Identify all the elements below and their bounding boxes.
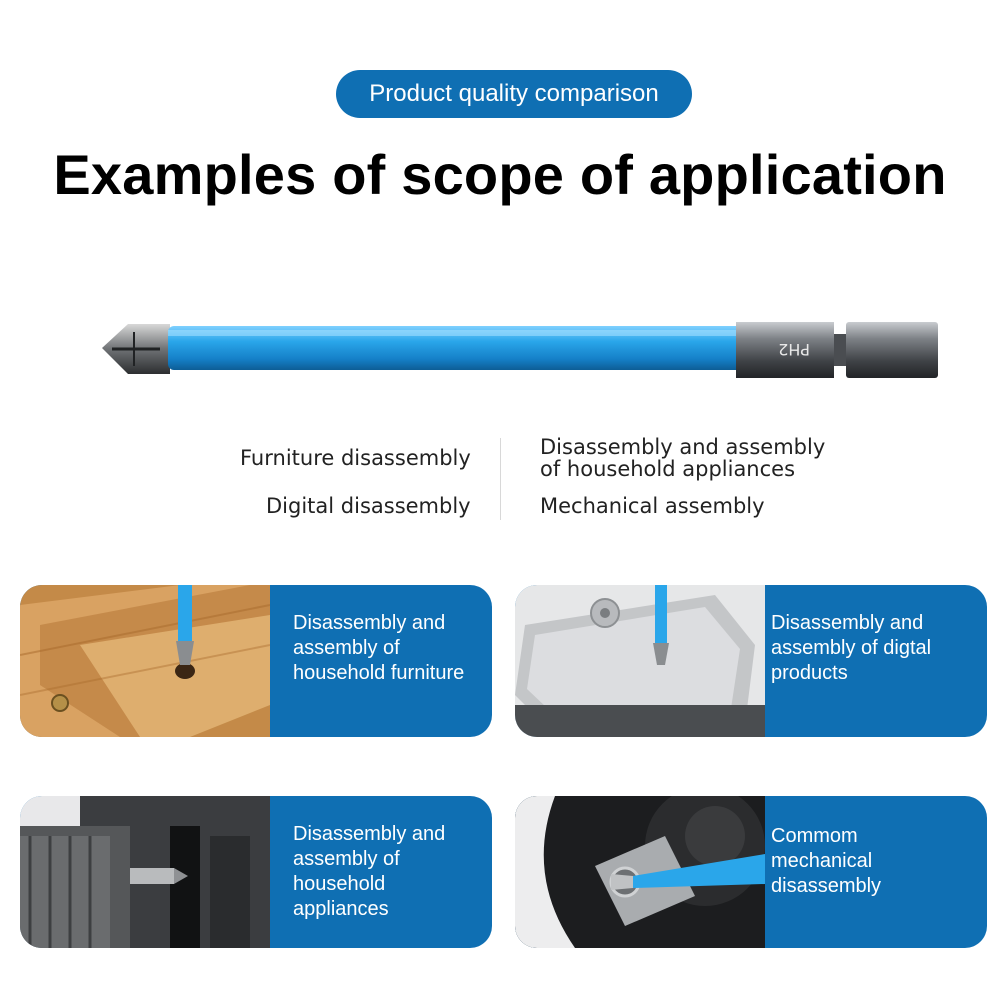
application-card-digital: Disassembly and assembly of digtal produ… <box>515 585 987 737</box>
application-card-mechanical: Commom mechanical disassembly <box>515 796 987 948</box>
card-text-appliances: Disassembly and assembly of household ap… <box>293 823 446 920</box>
application-card-appliances: Disassembly and assembly of household ap… <box>20 796 492 948</box>
product-quality-badge: Product quality comparison <box>336 70 692 118</box>
scope-mechanical-assembly: Mechanical assembly <box>540 494 765 518</box>
card-text-furniture: Disassembly and assembly of household fu… <box>293 612 465 684</box>
hard-drive-photo <box>515 585 765 737</box>
card-text-mechanical: Commom mechanical disassembly <box>771 825 882 897</box>
scope-digital-disassembly: Digital disassembly <box>266 494 471 518</box>
drill-appliance-photo <box>20 796 270 948</box>
page-title: Examples of scope of application <box>53 143 947 206</box>
wood-screw-photo <box>20 585 270 737</box>
bit-marking-label: PH2 <box>778 340 810 359</box>
scope-divider <box>500 438 501 520</box>
mechanical-bracket-photo <box>515 796 765 948</box>
scope-furniture-disassembly: Furniture disassembly <box>240 446 471 470</box>
scope-household-appliances: Disassembly and assembly of household ap… <box>540 435 826 481</box>
card-text-digital: Disassembly and assembly of digtal produ… <box>771 612 932 684</box>
application-card-furniture: Disassembly and assembly of household fu… <box>20 585 492 737</box>
screwdriver-bit-image: PH2 <box>98 310 944 390</box>
badge-label: Product quality comparison <box>369 80 659 107</box>
